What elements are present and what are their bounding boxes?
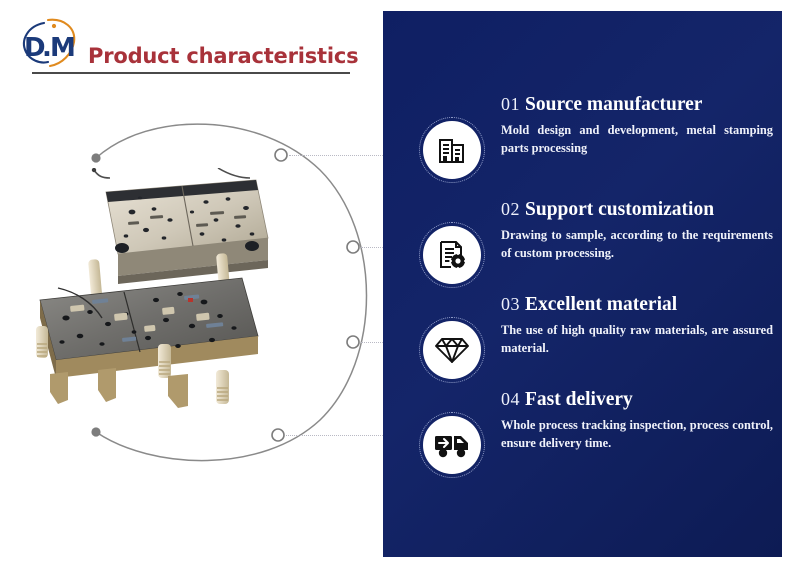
document-gear-icon [419,222,485,288]
feature-number: 04 [501,389,520,409]
feature-title: Excellent material [525,294,678,315]
icon-dotted-ring [419,412,485,478]
feature-number: 02 [501,199,520,219]
feature-number: 03 [501,294,520,314]
truck-icon [419,412,485,478]
diamond-icon [419,317,485,383]
feature-number: 01 [501,94,520,114]
icon-dotted-ring [419,222,485,288]
feature-description: The use of high quality raw materials, a… [501,323,773,355]
icon-dotted-ring [419,117,485,183]
connector-line-1 [289,155,419,156]
svg-text:D: D [24,33,46,63]
svg-text:.: . [42,33,52,63]
feature-title: Support customization [525,199,715,220]
dm-logo: D . M [14,14,94,72]
feature-title: Source manufacturer [525,94,703,115]
feature-description: Mold design and development, metal stamp… [501,123,773,155]
page-title: Product characteristics [88,44,359,68]
feature-description: Whole process tracking inspection, proce… [501,418,773,450]
svg-text:M: M [50,33,76,63]
truck-icon-glyph [435,436,468,458]
feature-description: Drawing to sample, according to the requ… [501,228,773,260]
feature-title: Fast delivery [525,389,633,410]
building-icon [419,117,485,183]
icon-dotted-ring [419,317,485,383]
building-icon-glyph [439,139,464,163]
connector-line-4 [286,435,419,436]
document-gear-icon-glyph [440,241,467,270]
title-underline [32,72,350,74]
product-photo [6,168,274,408]
diamond-icon-glyph [435,338,469,363]
